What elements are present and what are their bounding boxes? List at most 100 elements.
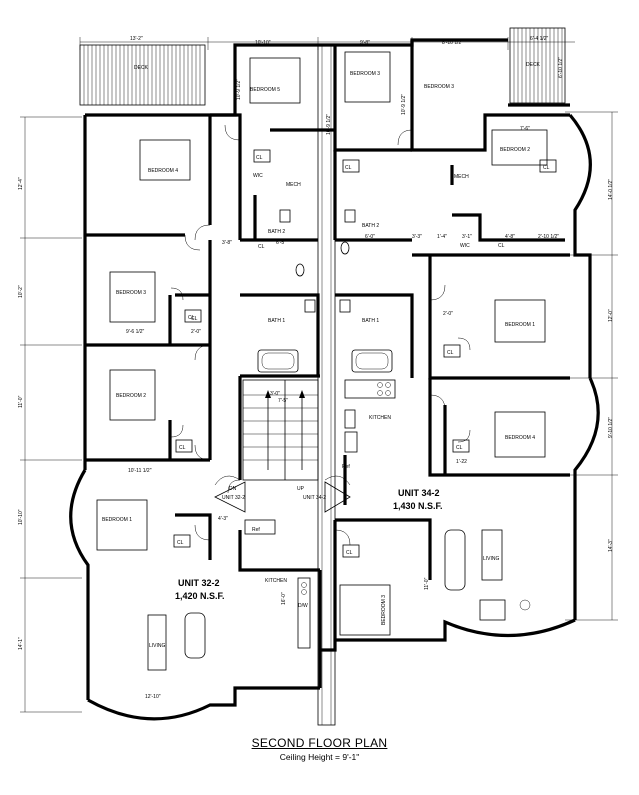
stair-landing [214, 475, 351, 513]
closet-label-11: CL [498, 243, 505, 249]
closet-label-9: CL [543, 165, 550, 171]
kitchen-left-label: KITCHEN [265, 578, 287, 584]
dim-right-4: 14'-3" [608, 539, 614, 552]
dim-h-18: 7'-5" [278, 398, 288, 404]
dim-h-10: 2'-10 1/2" [538, 234, 559, 240]
stair [242, 379, 319, 481]
deck-right [509, 27, 566, 104]
bath-2-right-label: BATH 2 [362, 223, 379, 229]
closet-outlines [173, 149, 557, 558]
left-dimension-lines [20, 116, 82, 713]
stair-up-label: UP [297, 486, 305, 492]
bedroom-2-left-label: BEDROOM 2 [116, 393, 146, 399]
dim-h-15: 1'-4" [437, 234, 447, 240]
dim-left-3: 11'-0" [18, 395, 24, 408]
dim-h-8: 3'-3" [412, 234, 422, 240]
dw-label: D/W [298, 603, 308, 609]
dim-h-2: 9'-6 1/2" [126, 329, 145, 335]
dim-v-4: 6'-10 1/2" [558, 57, 564, 78]
dim-top-4: 8'-10 1/2" [442, 40, 463, 46]
closet-label-8: CL [346, 550, 353, 556]
dim-left-2: 10'-2" [18, 285, 24, 298]
dim-h-13: 6'-0" [365, 234, 375, 240]
ref-lower-label: Ref [252, 527, 260, 533]
plan-subtitle: Ceiling Height = 9'-1" [279, 752, 360, 762]
bedroom-4-right-label: BEDROOM 4 [505, 435, 535, 441]
closet-label-6: CL [456, 445, 463, 451]
dim-h-14: 2'-0" [443, 311, 453, 317]
plan-title: SECOND FLOOR PLAN [251, 736, 388, 750]
ref-upper-label: Ref [342, 464, 350, 470]
dim-top-5: 6'-4 1/2" [530, 36, 549, 42]
dim-v-2: 10'-9 1/2" [326, 114, 332, 135]
unit-left-name: UNIT 32-2 [178, 578, 220, 588]
unit-left-area: 1,420 N.S.F. [175, 591, 225, 601]
dim-h-1: 7'-6" [520, 126, 530, 132]
stair-down-label: DN [229, 486, 237, 492]
dim-right-1: 14'-0 1/2" [608, 179, 614, 200]
door-swings [170, 124, 471, 546]
dim-h-4: 10'-11 1/2" [128, 468, 152, 474]
dim-v-3: 10'-9 1/2" [401, 94, 407, 115]
closet-label-2: CL [345, 165, 352, 171]
bedroom-3-left-label: BEDROOM 3 [116, 290, 146, 296]
dim-top-2: 10'-10" [255, 40, 271, 46]
bedroom-4-top-label: BEDROOM 4 [148, 168, 178, 174]
closet-label-12: CL [258, 244, 265, 250]
dim-h-5: 12'-10" [145, 694, 161, 700]
interior-walls-left [85, 113, 335, 650]
bedroom-1-left-label: BEDROOM 1 [102, 517, 132, 523]
dim-top-3: 9'-8" [360, 40, 370, 46]
kitchen-fixtures [244, 379, 396, 649]
stair-left-unit-label: UNIT 32-2 [222, 495, 245, 501]
dim-h-7: 6'-5" [276, 240, 286, 246]
dim-top-1: 13'-2" [130, 36, 143, 42]
bedroom-2-right-label: BEDROOM 2 [500, 147, 530, 153]
interior-walls-right [333, 45, 570, 640]
bedroom-3a-label: BEDROOM 3 [350, 71, 380, 77]
living-left-label: LIVING [149, 643, 166, 649]
closet-label-4: CL [179, 445, 186, 451]
closet-label-5: CL [447, 350, 454, 356]
beds [96, 51, 548, 636]
deck-left-label: DECK [134, 65, 149, 71]
dim-h-16: 4'-8" [505, 234, 515, 240]
closet-label-10: CL [191, 316, 198, 322]
stair-right-unit-label: UNIT 34-2 [303, 495, 326, 501]
kitchen-right-label: KITCHEN [369, 415, 391, 421]
dim-h-11: 4'-3" [218, 516, 228, 522]
bedroom-3b-label: BEDROOM 3 [424, 84, 454, 90]
bath-1-right-label: BATH 1 [362, 318, 379, 324]
dim-v-1: 10'-9 1/2" [236, 79, 242, 100]
dim-h-3: 2'-0" [191, 329, 201, 335]
deck-right-label: DECK [526, 62, 541, 68]
dim-v-5: 16'-0" [281, 592, 287, 605]
dim-h-9: 3'-1" [462, 234, 472, 240]
dim-v-6: 11'-0" [424, 577, 430, 590]
bedroom-5-label: BEDROOM 5 [250, 87, 280, 93]
mech-right-label: MECH [454, 174, 469, 180]
mech-left-label: MECH [286, 182, 301, 188]
dim-right-2: 12'-0" [608, 309, 614, 322]
exterior-walls [69, 38, 600, 721]
closet-label-3: CL [188, 315, 195, 321]
wic-label-right: WIC [460, 243, 470, 249]
bedroom-lower-mid-label: BEDROOM 3 [381, 595, 387, 625]
living-right-label: LIVING [483, 556, 500, 562]
dim-h-12: 3'-0" [270, 391, 280, 397]
unit-right-area: 1,430 N.S.F. [393, 501, 443, 511]
dim-left-1: 12'-4" [18, 177, 24, 190]
bath-fixtures [257, 209, 393, 373]
deck-left [79, 44, 206, 106]
closet-label-1: CL [256, 155, 263, 161]
dim-right-3: 9'-10 1/2" [608, 417, 614, 438]
dim-h-6: 3'-8" [222, 240, 232, 246]
bath-2-left-label: BATH 2 [268, 229, 285, 235]
closet-label-7: CL [177, 540, 184, 546]
bedroom-1-right-label: BEDROOM 1 [505, 322, 535, 328]
wic-label-left: WIC [253, 173, 263, 179]
living-furniture [147, 529, 531, 671]
dim-left-5: 14'-1" [18, 637, 24, 650]
dim-h-17: 1'-22 [456, 459, 467, 465]
